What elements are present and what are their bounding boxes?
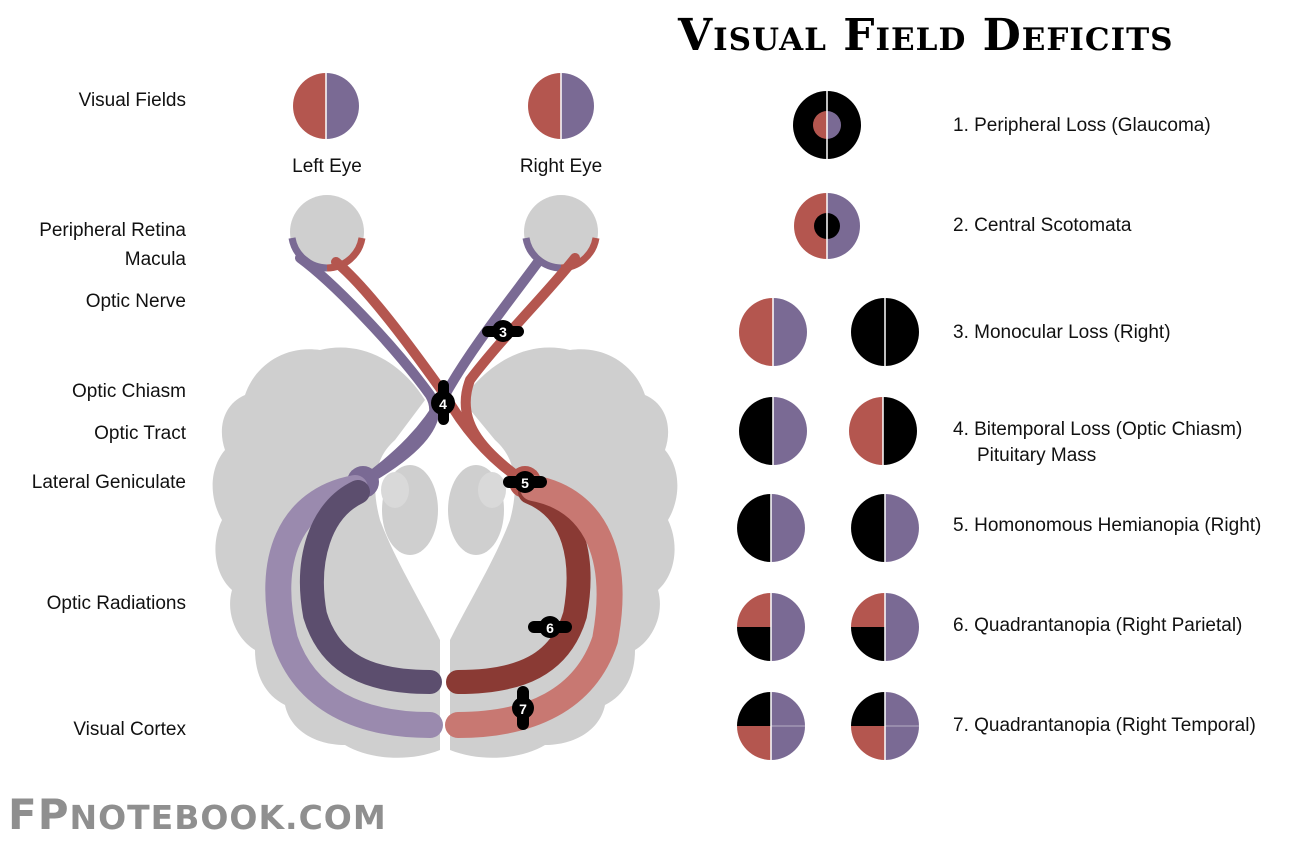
deficit-3-right-field [851,298,919,366]
deficit-4-right-field [849,397,917,465]
label-visual-fields: Visual Fields [78,90,186,111]
deficit-5-label: 5. Homonomous Hemianopia (Right) [953,515,1262,536]
deficit-5-left-field [737,494,805,562]
deficit-6-right-field [851,593,919,661]
label-optic-tract: Optic Tract [94,423,186,444]
lesion-marker-3-label: 3 [499,324,507,340]
label-visual-cortex: Visual Cortex [73,719,186,740]
label-macula: Macula [124,249,186,270]
lesion-marker-5-label: 5 [521,475,529,491]
deficit-3-label: 3. Monocular Loss (Right) [953,322,1171,343]
brand-rest: NOTEBOOK.COM [69,798,387,837]
deficit-7-right-field [851,692,919,760]
lesion-marker-6-label: 6 [546,620,554,636]
deficit-2-label: 2. Central Scotomata [953,215,1132,236]
label-left-eye: Left Eye [292,156,362,177]
deficit-5-right-field [851,494,919,562]
deficit-4-sublabel: Pituitary Mass [977,445,1097,466]
lesion-marker-4-label: 4 [439,396,447,412]
label-optic-chiasm: Optic Chiasm [71,381,186,402]
lesion-marker-5: 5 [503,471,547,493]
lesion-marker-4: 4 [431,380,455,425]
label-lateral-geniculate: Lateral Geniculate [31,472,186,493]
page-title: Visual Field Deficits [678,10,1174,61]
deficit-6-left-field [737,593,805,661]
deficit-1-label: 1. Peripheral Loss (Glaucoma) [953,115,1211,136]
label-right-eye: Right Eye [519,156,603,177]
deficit-1-field [793,91,861,159]
deficit-7-label: 7. Quadrantanopia (Right Temporal) [953,715,1256,736]
right-eye-visual-field [528,73,594,139]
label-optic-radiations: Optic Radiations [46,593,186,614]
brand-main: FP [8,790,70,839]
label-optic-nerve: Optic Nerve [85,291,186,312]
lesion-marker-6: 6 [528,616,572,638]
deficit-4-left-field [739,397,807,465]
lesion-marker-3: 3 [482,320,524,342]
lesion-marker-7: 7 [512,686,534,730]
deficit-7-left-field [737,692,805,760]
left-eye-visual-field [293,73,359,139]
label-peripheral-retina: Peripheral Retina [39,220,186,241]
left-eye-globe [288,195,366,272]
deficit-6-label: 6. Quadrantanopia (Right Parietal) [953,615,1243,636]
brand-watermark: FPNOTEBOOK.COM [8,790,387,839]
deficit-4-label: 4. Bitemporal Loss (Optic Chiasm) [953,419,1243,440]
deficit-2-field [794,193,860,259]
lesion-marker-7-label: 7 [519,701,527,717]
right-eye-globe [522,195,600,272]
deficit-3-left-field [739,298,807,366]
